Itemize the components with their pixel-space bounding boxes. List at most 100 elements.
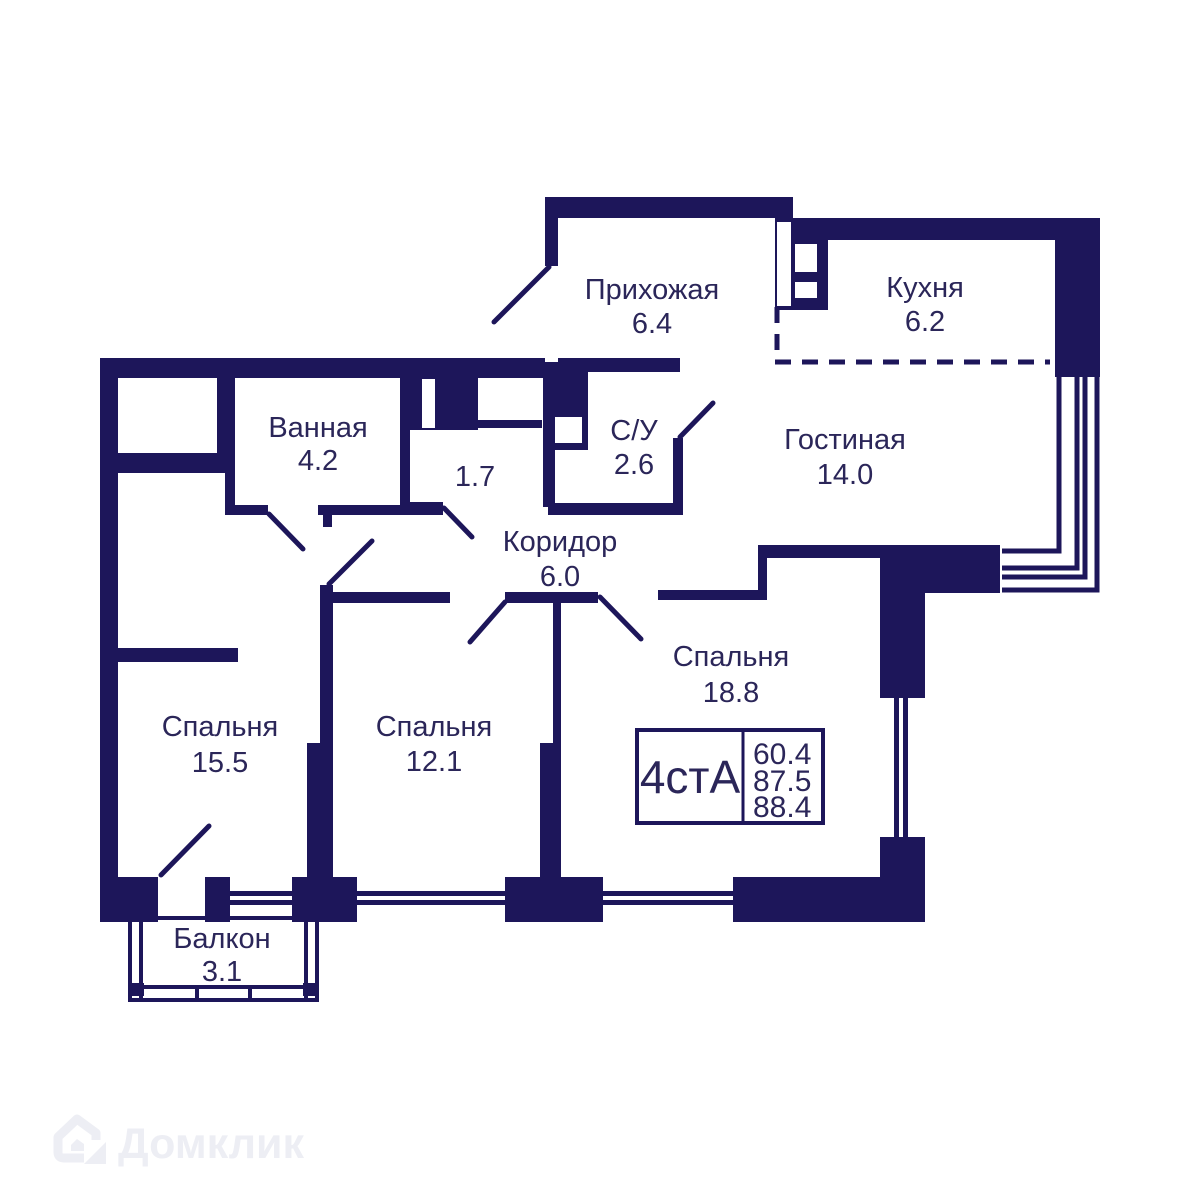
wc-door-swing (677, 400, 716, 440)
room-label-hallway: Прихожая (585, 274, 719, 306)
balcony-outline (128, 916, 319, 1002)
bedroom2-door-swing (467, 599, 508, 645)
wall (543, 362, 555, 507)
balcony-door-swing (158, 823, 212, 878)
room-area-balcony: 3.1 (202, 956, 242, 988)
wall (673, 438, 683, 515)
wall (307, 743, 333, 877)
wall (225, 505, 268, 515)
room-label-corridor: Коридор (503, 526, 618, 558)
kitchen-dashed-boundary (774, 307, 1050, 365)
wall (410, 502, 443, 515)
wardrobe-shelf (478, 420, 542, 428)
wall (558, 358, 680, 372)
room-label-wc: С/У (610, 415, 658, 447)
wall (217, 377, 228, 473)
room-area-living: 14.0 (817, 459, 873, 491)
wall (115, 453, 225, 473)
walls (100, 197, 1100, 922)
room-label-living: Гостиная (784, 424, 906, 456)
shaft-slot (795, 282, 817, 298)
wall (323, 505, 332, 527)
wardrobe-slot (422, 379, 435, 428)
room-label-bedroom2: Спальня (376, 711, 493, 743)
unit-type: 4стА (640, 751, 741, 803)
window-bedroom1 (230, 891, 292, 896)
wall (100, 358, 118, 920)
room-area-hallway: 6.4 (632, 308, 672, 340)
window-bedroom2 (357, 891, 505, 896)
wall (320, 585, 333, 743)
balcony-posts (131, 983, 316, 996)
door-swings (158, 264, 716, 878)
window-bedroom2 (357, 900, 505, 905)
room-area-wc: 2.6 (614, 449, 654, 481)
window-bedroom3 (603, 891, 733, 896)
bathroom-door-swing (266, 511, 306, 552)
unit-badge: 4стА 60.4 87.5 88.4 (635, 728, 825, 825)
bedroom3-door-swing (597, 594, 644, 642)
windows (230, 698, 908, 905)
unit-area-living-total: 60.4 (753, 738, 811, 771)
logo-house-inner (71, 1139, 84, 1151)
unit-area-no-balcony: 87.5 (753, 765, 811, 798)
room-label-balcony: Балкон (173, 923, 270, 955)
wall (880, 837, 925, 922)
wall (328, 592, 450, 603)
shaft-slot (795, 244, 817, 272)
bedroom1-door-swing (326, 538, 375, 587)
room-label-bedroom3: Спальня (673, 641, 790, 673)
room-area-bedroom1: 15.5 (192, 747, 248, 779)
closet-door-swing (441, 505, 475, 540)
wall (758, 545, 767, 600)
wall (292, 877, 357, 922)
glazing-line (1002, 377, 1088, 580)
vent-shaft-cutouts (422, 222, 817, 428)
wall (318, 505, 405, 515)
room-area-bedroom3: 18.8 (703, 677, 759, 709)
wall (505, 877, 603, 922)
glazing-line (1002, 377, 1100, 593)
room-labels: Прихожая 6.4 Кухня 6.2 Ванная 4.2 1.7 С/… (162, 272, 964, 988)
window-bedroom1 (230, 900, 292, 905)
wall (553, 592, 561, 743)
window-bedroom3-side (903, 698, 908, 837)
glazing-line (1002, 377, 1062, 554)
balcony-post (131, 983, 144, 996)
room-area-corridor: 6.0 (540, 561, 580, 593)
logo-corner (84, 1142, 106, 1164)
unit-badge-box (635, 728, 825, 825)
room-area-kitchen: 6.2 (905, 306, 945, 338)
watermark: Домклик (53, 1114, 304, 1168)
room-label-kitchen: Кухня (886, 272, 964, 304)
wall (400, 377, 410, 515)
room-area-bedroom2: 12.1 (406, 746, 462, 778)
wall (548, 503, 683, 515)
room-area-closet: 1.7 (455, 461, 495, 493)
wall (658, 590, 758, 600)
wall (100, 877, 158, 922)
wall (540, 743, 561, 877)
glazing-line (1002, 377, 1080, 571)
wall (205, 877, 230, 922)
unit-area-total: 88.4 (753, 791, 811, 824)
wall (880, 593, 925, 698)
balcony-post (303, 983, 316, 996)
living-glazing (1002, 377, 1100, 593)
wall (100, 358, 545, 378)
watermark-text: Домклик (118, 1120, 304, 1168)
window-bedroom3-side (894, 698, 899, 837)
wall (118, 648, 238, 662)
wall (582, 417, 588, 450)
wall (758, 545, 880, 558)
room-label-bedroom1: Спальня (162, 711, 279, 743)
window-bedroom3 (603, 900, 733, 905)
wall (880, 545, 1000, 593)
wardrobe (410, 377, 478, 430)
room-label-bathroom: Ванная (268, 412, 367, 444)
wall (545, 197, 793, 218)
wall (225, 377, 235, 505)
shaft-slot (777, 222, 791, 306)
